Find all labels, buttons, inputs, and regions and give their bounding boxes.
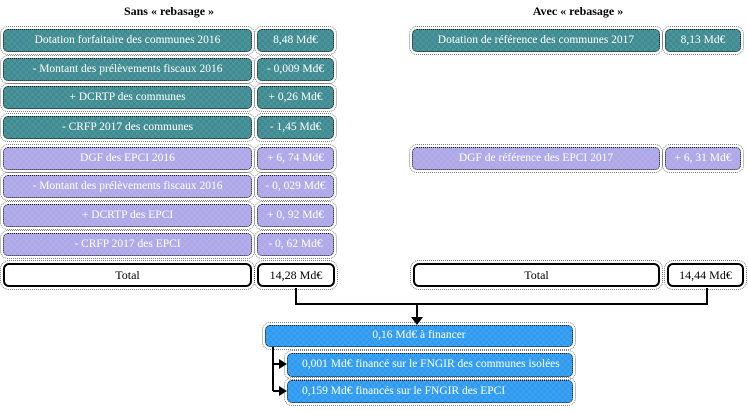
sans-dotation-forfaitaire-value: 8,48 Md€ (254, 26, 337, 55)
total-merge-line (295, 288, 708, 305)
sans-dgf-epci-value: + 6, 74 Md€ (254, 144, 337, 173)
branch-line (272, 347, 280, 392)
right-column-header: Avec « rebasage » (532, 4, 624, 18)
sans-dgf-epci-label: DGF des EPCI 2016 (0, 144, 255, 173)
sans-dcrtp-epci-label: + DCRTP des EPCI (0, 201, 255, 230)
financing-fngir-epci-box: 0,159 Md€ financés sur le FNGIR des EPCI (284, 377, 576, 406)
sans-prelevements-communes-value: - 0,009 Md€ (254, 55, 337, 84)
avec-total-value: 14,44 Md€ (664, 260, 747, 290)
sans-crfp-epci-value: - 0, 62 Md€ (254, 230, 337, 259)
down-arrow-icon (411, 317, 423, 325)
sans-prelevements-epci-label: - Montant des prélèvements fiscaux 2016 (0, 172, 255, 201)
right-arrow-icon (279, 386, 287, 396)
sans-dotation-forfaitaire-label: Dotation forfaitaire des communes 2016 (0, 26, 255, 55)
financing-main-box: 0,16 Md€ à financer (262, 322, 576, 350)
avec-dgf-reference-value: + 6, 31 Md€ (662, 144, 744, 173)
sans-prelevements-epci-value: - 0, 029 Md€ (254, 172, 337, 201)
sans-dcrtp-communes-value: + 0,26 Md€ (254, 83, 337, 112)
financing-fngir-communes-box: 0,001 Md€ financé sur le FNGIR des commu… (284, 350, 576, 380)
sans-crfp-epci-label: - CRFP 2017 des EPCI (0, 230, 255, 259)
avec-total-label: Total (410, 260, 663, 290)
avec-dotation-reference-value: 8,13 Md€ (662, 26, 744, 55)
left-column-header: Sans « rebasage » (123, 4, 215, 18)
sans-dcrtp-epci-value: + 0, 92 Md€ (254, 201, 337, 230)
sans-total-label: Total (0, 260, 255, 290)
sans-crfp-communes-label: - CRFP 2017 des communes (0, 113, 255, 142)
avec-dotation-reference-label: Dotation de référence des communes 2017 (409, 26, 663, 55)
avec-dgf-reference-label: DGF de référence des EPCI 2017 (409, 144, 663, 173)
sans-crfp-communes-value: - 1,45 Md€ (254, 113, 337, 142)
sans-prelevements-communes-label: - Montant des prélèvements fiscaux 2016 (0, 55, 255, 84)
right-arrow-icon (279, 359, 287, 369)
sans-total-value: 14,28 Md€ (254, 260, 338, 290)
sans-dcrtp-communes-label: + DCRTP des communes (0, 83, 255, 112)
